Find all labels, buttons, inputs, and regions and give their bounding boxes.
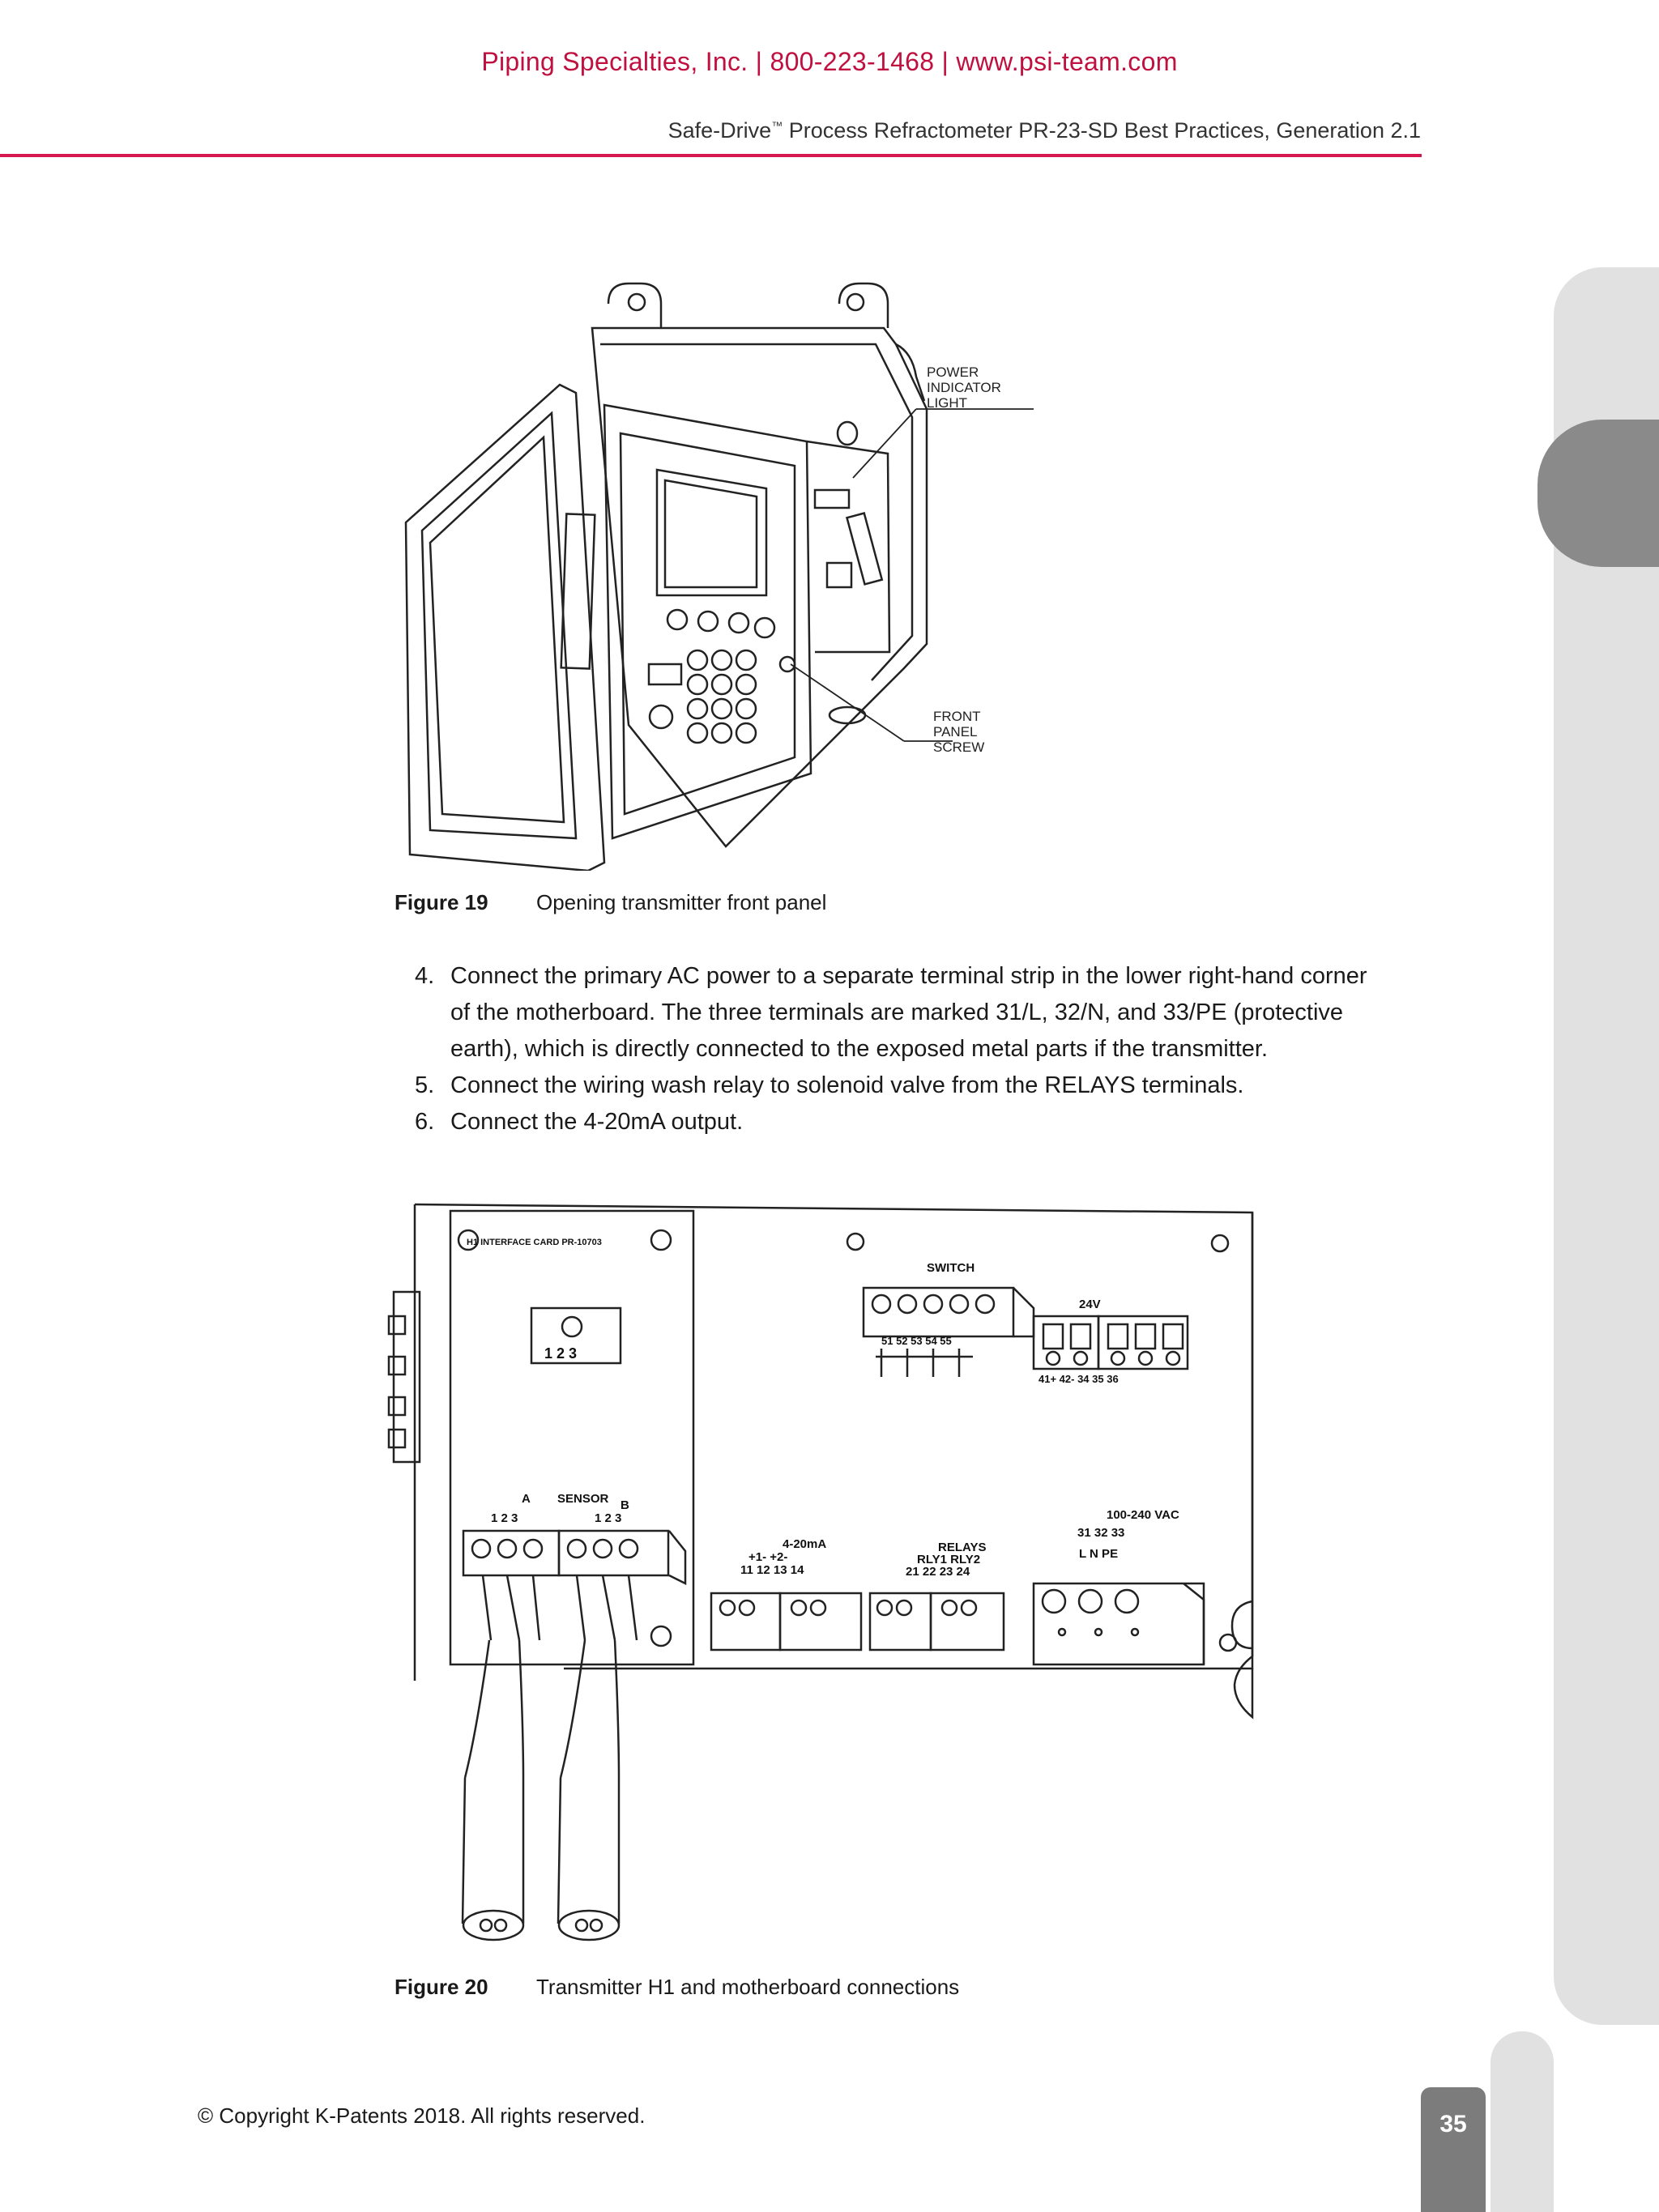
internal-board-drawing — [806, 420, 891, 725]
24v-label: 24V — [1079, 1298, 1101, 1311]
label-light: LIGHT — [927, 395, 967, 411]
sensor-b-label: B — [621, 1498, 629, 1512]
sensor-cables-drawing — [461, 1639, 621, 1941]
relay-numbers: 21 22 23 24 — [906, 1565, 970, 1579]
h1-interface-card-drawing — [449, 1209, 695, 1666]
page-number-tab — [1421, 2087, 1486, 2212]
ac-terminal-block — [1032, 1582, 1205, 1666]
label-indicator: INDICATOR — [927, 380, 1001, 395]
callout-lines — [790, 408, 1034, 742]
4-20ma-polarity: +1- +2- — [748, 1550, 787, 1564]
header-rule — [0, 154, 1422, 157]
figure-20-number: Figure 20 — [394, 1975, 488, 1999]
doc-title-brand: Safe-Drive — [667, 118, 772, 143]
step-text: Connect the 4-20mA output. — [450, 1109, 744, 1135]
front-panel-drawing — [603, 403, 812, 840]
figure-20-illustration: H1 INTERFACE CARD PR-10703 1 2 3 SWITCH … — [386, 1195, 1260, 1956]
company-contact-line: Piping Specialties, Inc. | 800-223-1468 … — [481, 47, 1178, 76]
sensor-terminal-blocks — [462, 1529, 687, 1641]
figure-19-caption-text: Opening transmitter front panel — [536, 890, 827, 914]
figure-19-caption: Figure 19 Opening transmitter front panel — [394, 890, 826, 915]
step-number: 4. — [415, 963, 435, 989]
4-20ma-label: 4-20mA — [783, 1537, 826, 1551]
chapter-side-tab — [1537, 420, 1659, 567]
sensor-a-numbers: 1 2 3 — [491, 1511, 518, 1525]
24v-terminal-block — [1032, 1315, 1189, 1370]
label-screw: SCREW — [933, 739, 984, 755]
step-text: Connect the primary AC power to a separa… — [450, 963, 1367, 1062]
document-title: Safe-Drive™ Process Refractometer PR-23-… — [668, 118, 1421, 143]
switch-numbers: 51 52 53 54 55 — [881, 1335, 952, 1347]
open-door-drawing — [404, 383, 606, 872]
label-panel: PANEL — [933, 724, 978, 739]
figure-19-illustration: POWER INDICATOR LIGHT FRONT PANEL SCREW — [386, 271, 1050, 872]
enclosure-body-drawing — [591, 282, 928, 848]
trademark-mark: ™ — [771, 119, 783, 132]
step-item: 4. Connect the primary AC power to a sepa… — [415, 958, 1387, 1068]
4-20ma-numbers: 11 12 13 14 — [740, 1563, 804, 1577]
sensor-label: SENSOR — [557, 1492, 609, 1506]
relays-label: RELAYS — [938, 1541, 986, 1554]
sensor-b-numbers: 1 2 3 — [595, 1511, 621, 1525]
label-front: FRONT — [933, 709, 981, 724]
footer-side-track — [1491, 2031, 1554, 2212]
side-connector-drawing — [387, 1290, 421, 1464]
24v-numbers: 41+ 42- 34 35 36 — [1038, 1373, 1119, 1385]
step-item: 6. Connect the 4-20mA output. — [415, 1104, 1387, 1140]
relay-names: RLY1 RLY2 — [917, 1553, 980, 1566]
output-terminal-blocks — [710, 1592, 1005, 1652]
dip-numbers: 1 2 3 — [544, 1345, 577, 1362]
step-number: 5. — [415, 1072, 435, 1098]
ac-numbers: 31 32 33 — [1077, 1526, 1124, 1540]
instruction-steps: 4. Connect the primary AC power to a sepa… — [415, 958, 1387, 1140]
figure-20-caption-text: Transmitter H1 and motherboard connectio… — [536, 1975, 960, 1999]
switch-terminal-block — [862, 1286, 1035, 1377]
page-number: 35 — [1439, 2111, 1467, 2137]
step-text: Connect the wiring wash relay to solenoi… — [450, 1072, 1244, 1098]
step-item: 5. Connect the wiring wash relay to solen… — [415, 1068, 1387, 1104]
ac-names: L N PE — [1079, 1547, 1118, 1561]
figure-20-caption: Figure 20 Transmitter H1 and motherboard … — [394, 1975, 959, 2000]
step-number: 6. — [415, 1109, 435, 1135]
copyright-notice: © Copyright K-Patents 2018. All rights r… — [198, 2103, 646, 2128]
sensor-a-label: A — [522, 1492, 531, 1506]
board-mounting-holes — [846, 1232, 1238, 1652]
doc-title-rest: Process Refractometer PR-23-SD Best Prac… — [783, 118, 1421, 143]
label-power: POWER — [927, 364, 979, 380]
card-title: H1 INTERFACE CARD PR-10703 — [467, 1238, 602, 1247]
ac-label: 100-240 VAC — [1107, 1508, 1179, 1522]
switch-label: SWITCH — [927, 1261, 975, 1275]
motherboard-outline — [413, 1203, 1254, 1720]
figure-19-number: Figure 19 — [394, 890, 488, 914]
